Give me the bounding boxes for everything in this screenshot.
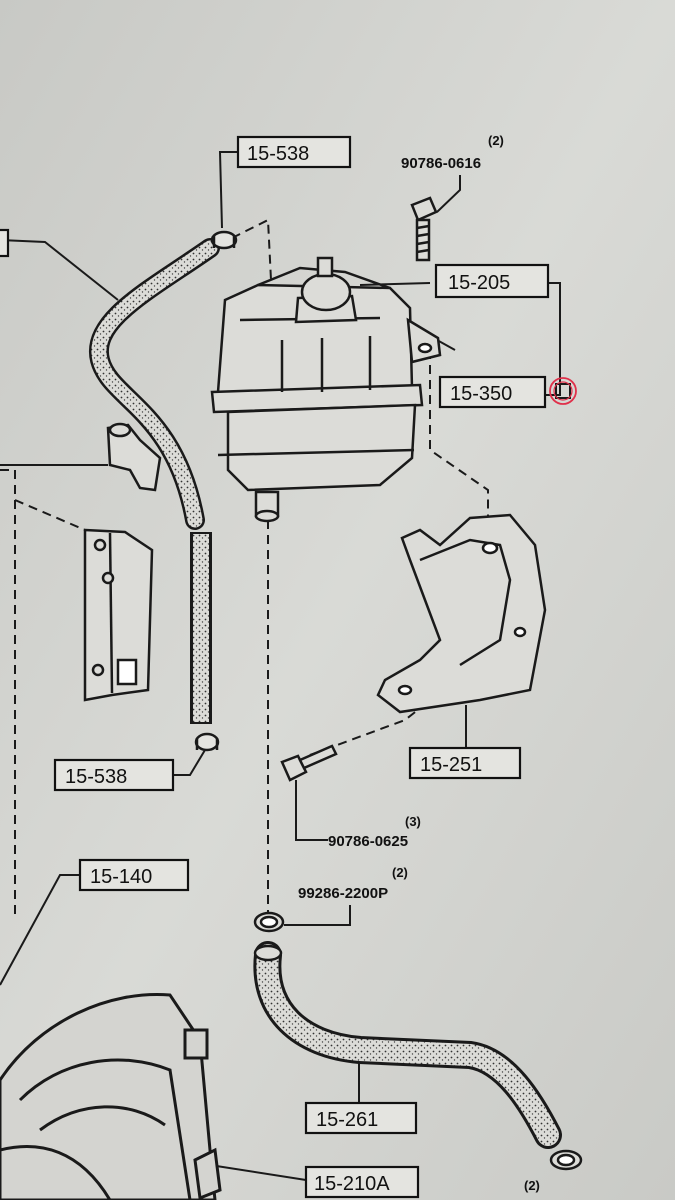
label-reservoir-cap: 15-205 — [448, 272, 510, 294]
vertical-hose-segment — [190, 532, 212, 724]
hose-retaining-clip — [106, 422, 162, 492]
label-lower-hose-clip: 15-538 — [65, 766, 127, 788]
reservoir-cap — [294, 256, 358, 324]
reservoir-bracket — [376, 513, 547, 714]
fan-shroud — [0, 992, 222, 1200]
label-cap-gasket: 15-350 — [450, 383, 512, 405]
qty-top-bolt: (2) — [488, 133, 504, 148]
label-boxes — [0, 135, 550, 1199]
bracket-bolt — [280, 744, 338, 782]
ref-bracket-bolt: 90786-0625 — [328, 833, 408, 850]
cap-gasket — [549, 377, 577, 405]
label-top-hose-clip: 15-538 — [247, 143, 309, 165]
top-bolt — [410, 196, 438, 262]
label-fan-shroud: 15-210A — [314, 1173, 390, 1195]
reservoir-outlet — [254, 490, 280, 523]
reservoir-tab — [406, 317, 442, 364]
top-hose-clip — [210, 230, 238, 250]
lower-hose-clip — [194, 732, 220, 752]
ref-hose-clamp: 99286-2200P — [298, 885, 388, 902]
upper-overflow-hose — [88, 238, 220, 530]
label-radiator: 15-140 — [90, 866, 152, 888]
ref-top-bolt: 90786-0616 — [401, 155, 481, 172]
hose-clamp — [253, 911, 285, 933]
label-return-hose: 15-261 — [316, 1109, 378, 1131]
label-bracket: 15-251 — [420, 754, 482, 776]
qty-bracket-bolt: (3) — [405, 814, 421, 829]
qty-bottom-right: (2) — [524, 1178, 540, 1193]
lower-return-hose — [253, 941, 562, 1149]
bottom-right-clamp — [549, 1149, 583, 1171]
radiator-side-stay — [83, 528, 154, 702]
qty-hose-clamp: (2) — [392, 865, 408, 880]
